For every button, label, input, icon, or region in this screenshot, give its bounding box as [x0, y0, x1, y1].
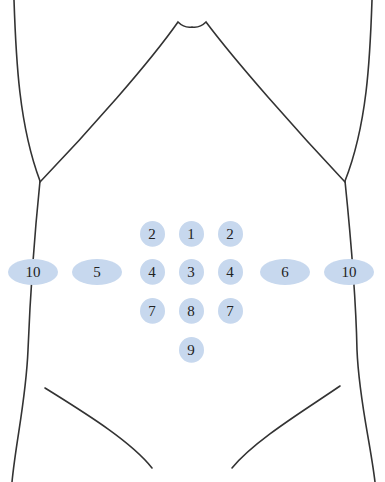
region-number: 8 [187, 304, 195, 319]
region-marker: 7 [218, 298, 243, 324]
region-number: 4 [148, 265, 156, 280]
region-number: 2 [148, 227, 156, 242]
rib-cage-line [40, 22, 345, 182]
region-marker: 8 [179, 298, 204, 324]
marker-fill [260, 259, 310, 285]
left-flank-line [12, 0, 40, 482]
region-number: 6 [281, 265, 289, 280]
region-marker: 3 [179, 259, 204, 285]
region-marker: 5 [72, 259, 122, 285]
marker-fill [179, 221, 204, 247]
left-groin-line [45, 388, 152, 468]
region-number: 4 [226, 265, 234, 280]
marker-fill [179, 259, 204, 285]
region-marker: 6 [260, 259, 310, 285]
region-marker: 10 [324, 259, 374, 285]
region-number: 5 [93, 265, 101, 280]
region-marker: 10 [8, 259, 58, 285]
right-groin-line [232, 386, 340, 468]
region-marker: 2 [140, 221, 165, 247]
right-flank-line [345, 0, 375, 482]
region-marker: 9 [179, 337, 204, 363]
region-marker: 1 [179, 221, 204, 247]
marker-fill [140, 298, 165, 324]
marker-fill [218, 298, 243, 324]
marker-fill [179, 298, 204, 324]
marker-fill [140, 221, 165, 247]
region-marker: 4 [218, 259, 243, 285]
marker-fill [179, 337, 204, 363]
marker-fill [218, 259, 243, 285]
region-number: 7 [148, 304, 156, 319]
region-number: 10 [26, 265, 41, 280]
region-number: 3 [187, 265, 195, 280]
region-number: 2 [226, 227, 234, 242]
region-marker: 2 [218, 221, 243, 247]
region-marker: 7 [140, 298, 165, 324]
region-number: 9 [187, 343, 195, 358]
marker-fill [140, 259, 165, 285]
region-number: 7 [226, 304, 234, 319]
region-number: 1 [187, 227, 195, 242]
region-number: 10 [342, 265, 357, 280]
marker-fill [324, 259, 374, 285]
marker-fill [72, 259, 122, 285]
marker-fill [218, 221, 243, 247]
marker-fill [8, 259, 58, 285]
region-marker: 4 [140, 259, 165, 285]
